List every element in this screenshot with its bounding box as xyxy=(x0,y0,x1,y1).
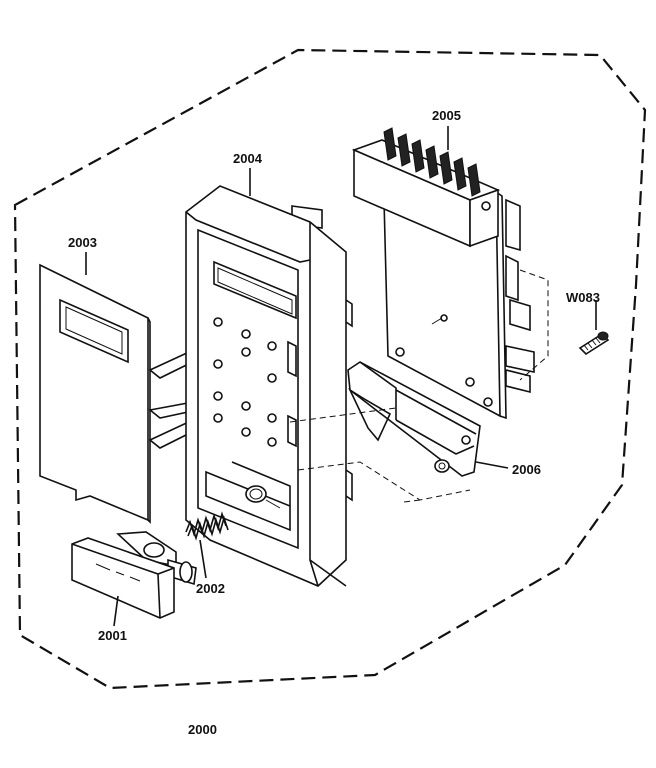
control-board-2005 xyxy=(351,127,549,420)
label-2005: 2005 xyxy=(432,108,461,123)
label-2004: 2004 xyxy=(233,151,263,166)
label-2002: 2002 xyxy=(196,581,225,596)
assembly-boundary xyxy=(13,48,647,690)
label-2001: 2001 xyxy=(98,628,127,643)
latch-lever-2006 xyxy=(347,361,509,477)
label-2003: 2003 xyxy=(68,235,97,250)
assembly-label-2000: 2000 xyxy=(188,722,217,737)
button-2001 xyxy=(71,531,197,627)
label-w083: W083 xyxy=(566,290,600,305)
screw-w083 xyxy=(578,300,610,356)
control-housing-2004 xyxy=(185,185,353,587)
spring-2002 xyxy=(185,511,229,579)
alignment-lines xyxy=(289,407,471,503)
label-2006: 2006 xyxy=(512,462,541,477)
